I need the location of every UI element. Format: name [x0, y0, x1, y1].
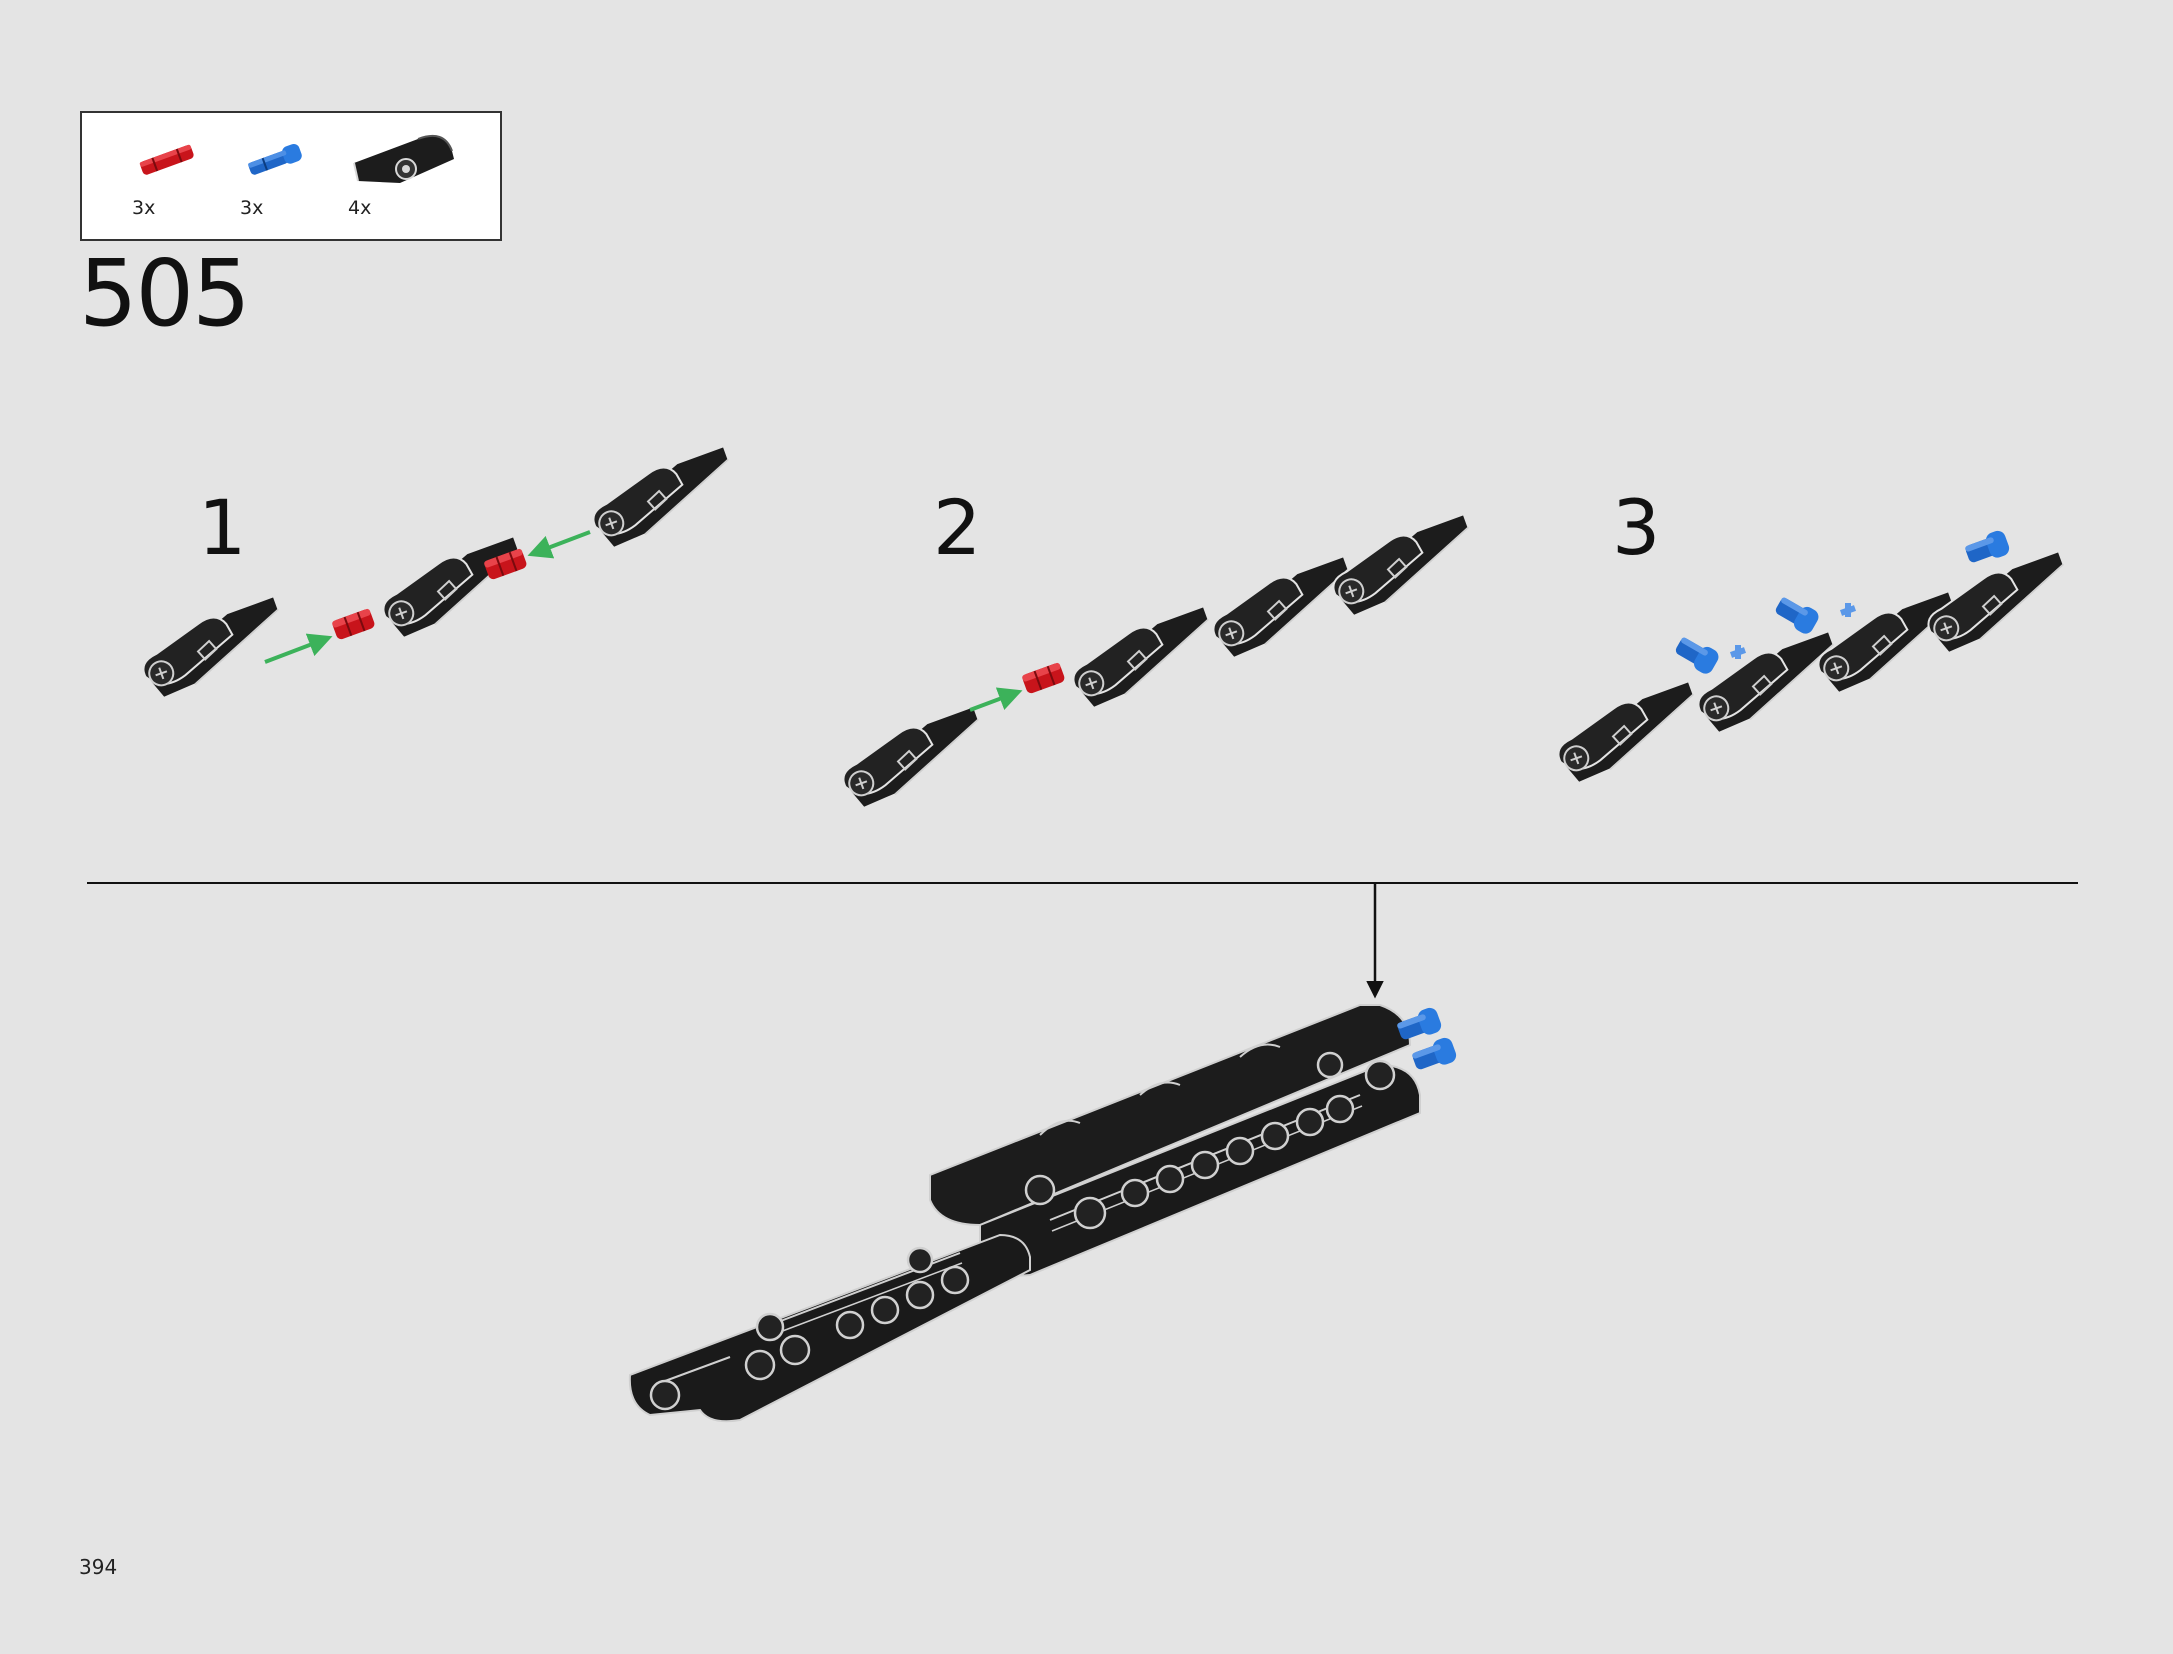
substep-number: 1	[198, 483, 247, 572]
part-qty: 3x	[132, 197, 156, 219]
substep-2-illustration	[832, 511, 1485, 813]
substep-1-illustration	[132, 443, 745, 703]
part-black-panel: 4x	[348, 113, 468, 241]
main-assembly-illustration	[628, 1004, 1459, 1423]
insert-arrow-icon	[264, 633, 333, 664]
blue-axle-pin-icon	[248, 143, 302, 175]
insert-arrow-icon	[969, 687, 1023, 712]
parts-list-callout: 3x 3x 4x	[80, 111, 502, 241]
substep-number: 3	[1612, 483, 1661, 572]
part-qty: 3x	[240, 197, 264, 219]
page-number: 394	[79, 1555, 118, 1579]
step-number: 505	[79, 240, 251, 347]
section-divider	[87, 882, 2078, 884]
insert-arrow-icon	[527, 530, 591, 559]
substep-number: 2	[933, 483, 982, 572]
part-blue-axle-pin: 3x	[240, 113, 350, 241]
black-panel-icon	[353, 135, 454, 183]
red-axle-pin-icon	[139, 144, 194, 175]
drop-arrow-icon	[1366, 883, 1384, 999]
part-qty: 4x	[348, 197, 372, 219]
part-red-axle-pin: 3x	[132, 113, 242, 241]
substep-3-illustration	[1547, 528, 2080, 788]
